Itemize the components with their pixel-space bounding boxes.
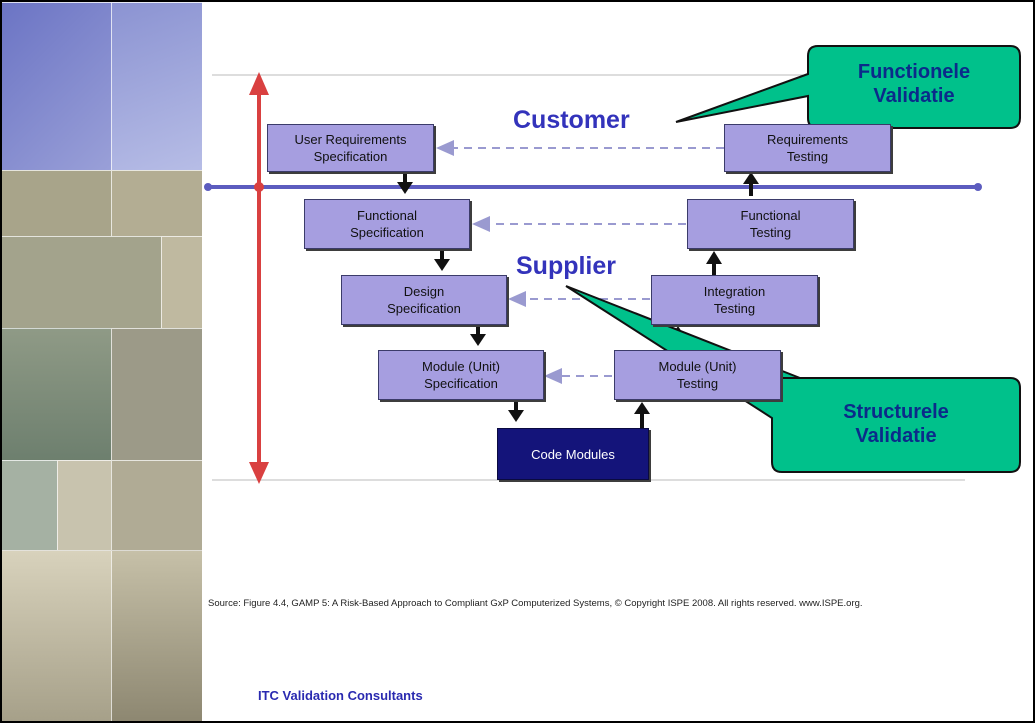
photo-tile bbox=[111, 460, 202, 552]
module-testing-box: Module (Unit) Testing bbox=[614, 350, 781, 400]
down-arrows bbox=[397, 170, 524, 422]
integration-testing-box: Integration Testing bbox=[651, 275, 818, 325]
supplier-label: Supplier bbox=[516, 252, 617, 280]
syringe-tile bbox=[2, 2, 113, 172]
photo-tile bbox=[161, 236, 202, 330]
vial-tile bbox=[2, 328, 113, 462]
functional-spec-box: Functional Specification bbox=[304, 199, 470, 249]
source-caption: Source: Figure 4.4, GAMP 5: A Risk-Based… bbox=[208, 598, 863, 609]
vial-tile bbox=[57, 460, 113, 552]
requirements-testing-box: Requirements Testing bbox=[724, 124, 891, 172]
user-requirements-box: User Requirements Specification bbox=[267, 124, 434, 172]
photo-tile bbox=[111, 170, 202, 238]
vial-tile bbox=[2, 460, 59, 552]
red-double-arrow bbox=[249, 72, 269, 484]
photo-tile bbox=[2, 170, 113, 238]
dashed-arrows bbox=[436, 140, 724, 384]
side-photo-strip bbox=[2, 2, 202, 721]
customer-label: Customer bbox=[513, 106, 630, 134]
module-spec-box: Module (Unit) Specification bbox=[378, 350, 544, 400]
functional-testing-box: Functional Testing bbox=[687, 199, 854, 249]
footer-company: ITC Validation Consultants bbox=[258, 688, 423, 703]
customer-supplier-divider bbox=[204, 182, 982, 192]
tube-tile bbox=[111, 2, 202, 172]
photo-tile bbox=[111, 328, 202, 462]
design-spec-box: Design Specification bbox=[341, 275, 507, 325]
photo-tile bbox=[111, 550, 202, 721]
functionele-validatie-text: Functionele Validatie bbox=[857, 61, 971, 107]
structurele-callout-shape bbox=[565, 285, 1021, 473]
code-modules-box: Code Modules bbox=[497, 428, 649, 480]
structurele-validatie-text: Structurele Validatie bbox=[843, 401, 949, 447]
